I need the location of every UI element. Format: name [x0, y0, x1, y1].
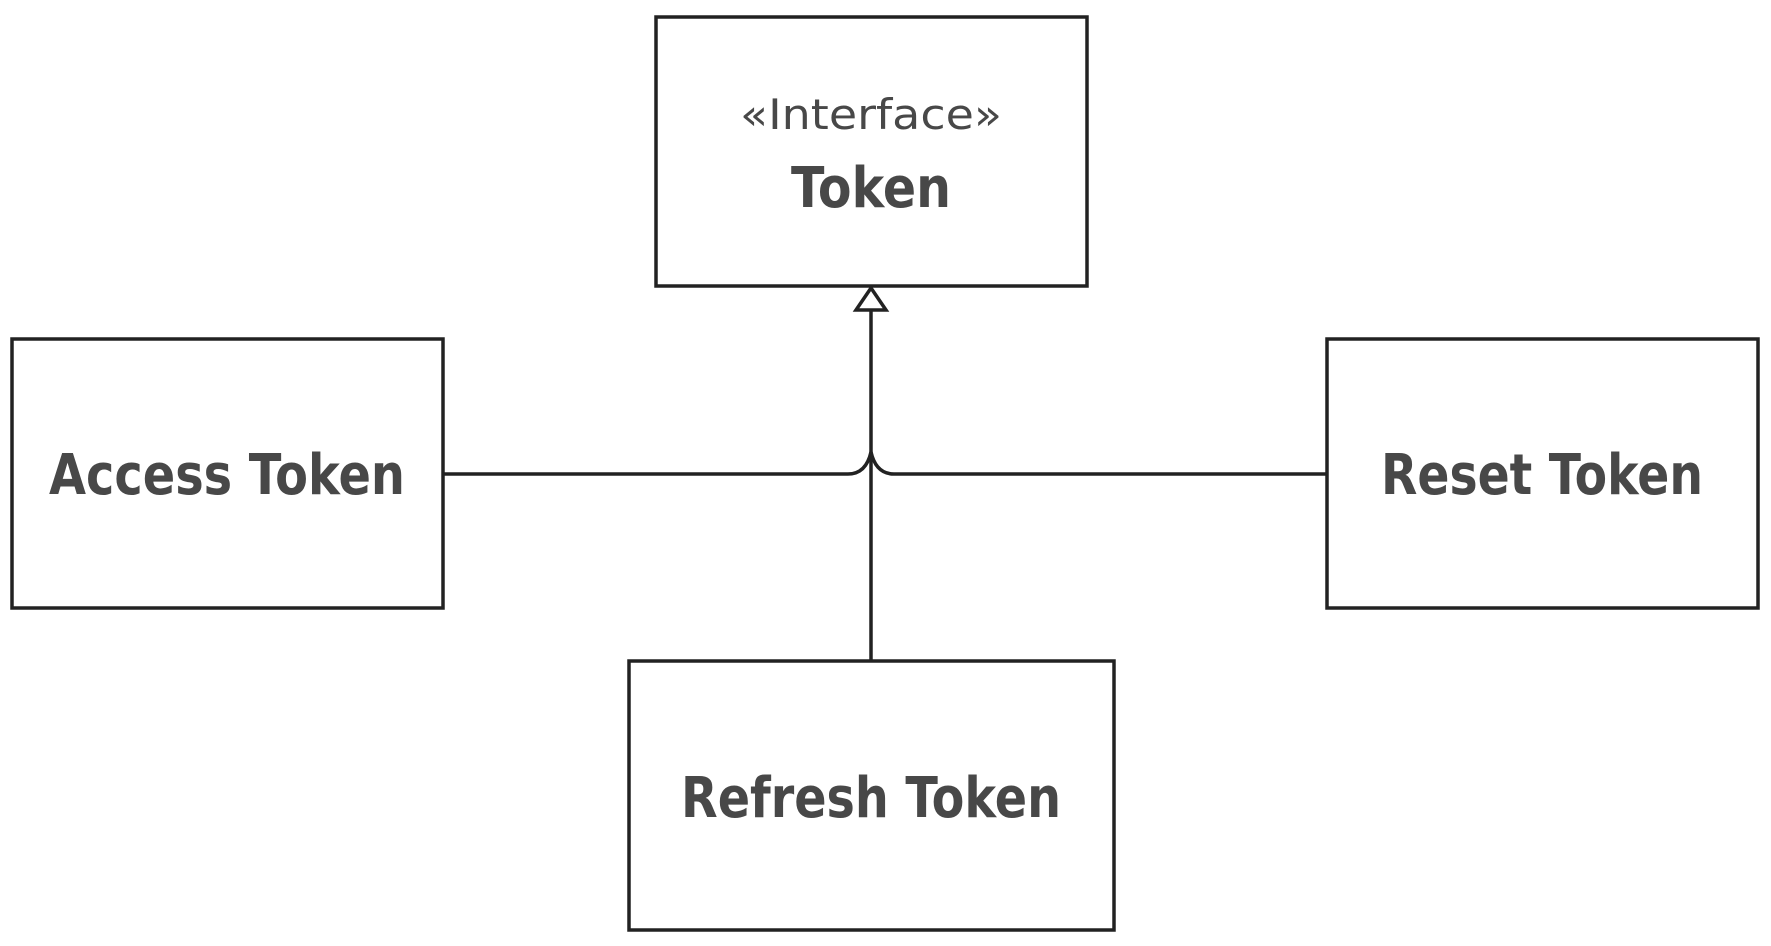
interface-token-box[interactable]: «Interface» Token [654, 15, 1089, 288]
realization-connectors [443, 284, 1327, 661]
connector-reset-to-token [869, 451, 1327, 476]
class-name-refresh-token: Refresh Token [681, 766, 1061, 831]
realization-arrowhead-icon [852, 284, 890, 312]
class-name-access-token: Access Token [49, 443, 405, 508]
class-name-reset-token: Reset Token [1381, 443, 1703, 508]
class-refresh-token-box[interactable]: Refresh Token [627, 659, 1116, 932]
class-reset-token-box[interactable]: Reset Token [1325, 337, 1760, 610]
interface-stereotype: «Interface» [740, 90, 1002, 139]
class-access-token-box[interactable]: Access Token [10, 337, 445, 610]
interface-name: Token [791, 156, 951, 221]
connector-access-to-token [443, 451, 873, 476]
